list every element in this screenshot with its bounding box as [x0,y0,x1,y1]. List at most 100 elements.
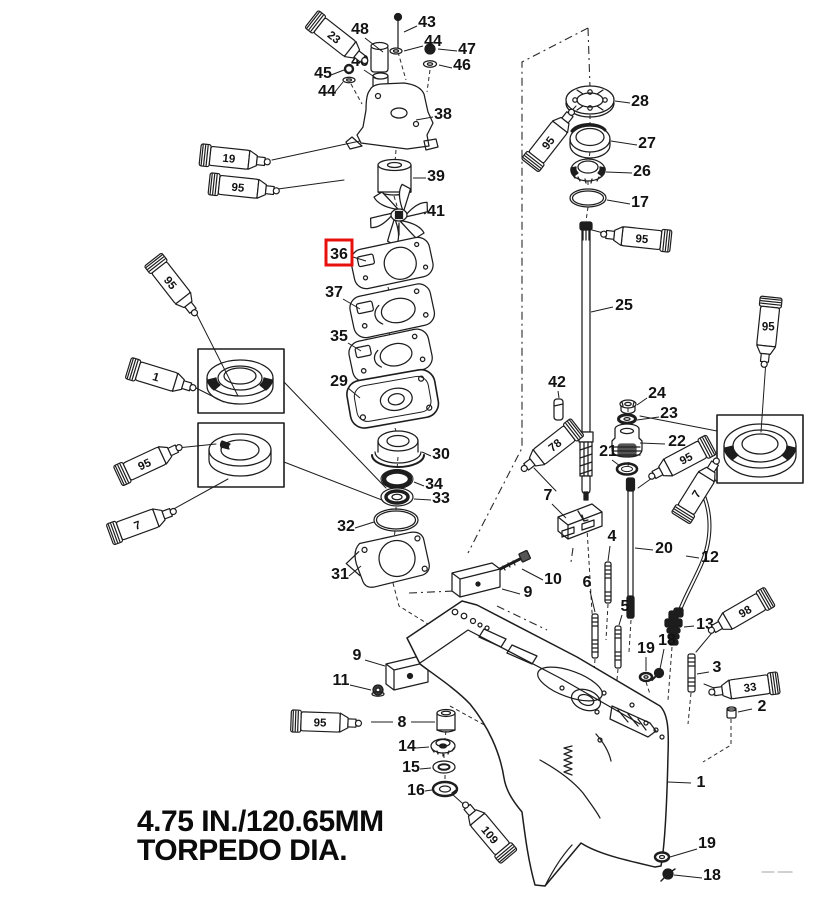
part-callout-19-49[interactable]: 19 [669,835,716,858]
part-callout-33-17[interactable]: 33 [413,490,450,507]
lubricant-tube-95-8[interactable]: 95 [600,223,673,253]
part-callout-9-42[interactable]: 9 [353,647,386,667]
part-callout-35-13[interactable]: 35 [330,328,362,352]
part-callout-10-33[interactable]: 10 [521,568,562,588]
part-callout-38-8[interactable]: 38 [415,106,452,123]
part-callout-32-18[interactable]: 32 [337,518,375,535]
lubricant-tube-95-15[interactable]: 95 [290,709,363,734]
part-callout-24-26[interactable]: 24 [636,385,666,406]
svg-text:95: 95 [231,182,246,195]
svg-text:48: 48 [351,21,369,38]
part-callout-22-28[interactable]: 22 [639,433,686,450]
part-art-pump-stack [345,158,440,588]
svg-text:47: 47 [458,41,476,58]
part-callout-16-47[interactable]: 16 [407,782,433,799]
lubricant-tube-78-10[interactable]: 78 [515,418,584,479]
svg-text:25: 25 [615,297,633,314]
part-callout-18-50[interactable]: 18 [673,867,721,884]
part-callout-1-48[interactable]: 1 [667,774,706,791]
lubricant-tube-109-16[interactable]: 109 [455,796,518,864]
part-callout-37-12[interactable]: 37 [325,284,361,310]
part-callout-21-29[interactable]: 21 [599,443,621,467]
part-callout-15-46[interactable]: 15 [402,759,432,776]
lubricant-tube-7-6[interactable]: 7 [106,500,180,545]
svg-text:28: 28 [631,93,649,110]
svg-text:1: 1 [151,371,161,385]
part-art-bearing-carrier-stack [565,85,615,208]
part-callout-44-6[interactable]: 44 [318,81,344,100]
part-callout-3-40[interactable]: 3 [696,659,722,676]
part-callout-18-39[interactable]: 18 [658,632,676,670]
part-callout-31-19[interactable]: 31 [331,565,362,583]
lubricant-tube-95-11[interactable]: 95 [644,434,717,488]
part-callout-26-22[interactable]: 26 [605,163,651,180]
part-callout-46-4[interactable]: 46 [438,57,471,74]
part-callout-36-11[interactable]: 36 [324,238,367,267]
svg-text:8: 8 [398,714,407,731]
part-callout-41-10[interactable]: 41 [423,203,445,220]
svg-text:38: 38 [434,106,452,123]
svg-text:44: 44 [424,33,442,50]
lubricant-tube-95-9[interactable]: 95 [753,295,783,368]
svg-text:36: 36 [330,246,348,263]
part-callout-43-1[interactable]: 43 [403,14,436,33]
part-callout-47-3[interactable]: 47 [437,41,476,58]
part-callout-2-41[interactable]: 2 [737,698,767,715]
part-callout-14-45[interactable]: 14 [398,738,430,755]
svg-text:7: 7 [133,519,143,532]
lubricant-tube-95-3[interactable]: 95 [144,253,205,322]
svg-text:14: 14 [398,738,416,755]
svg-text:35: 35 [330,328,348,345]
svg-text:2: 2 [758,698,767,715]
part-callout-39-9[interactable]: 39 [413,168,445,185]
part-callout-44-2[interactable]: 44 [403,33,442,52]
part-callout-7-51[interactable]: 7 [544,487,567,519]
part-callout-28-20[interactable]: 28 [614,93,649,110]
lubricant-tube-1-4[interactable]: 1 [125,357,199,399]
part-callout-6-35[interactable]: 6 [583,574,596,613]
construction-lines [350,27,732,780]
lubricant-tube-95-7[interactable]: 95 [521,103,582,172]
lubricant-tube-23-0[interactable]: 23 [305,10,374,71]
svg-text:41: 41 [427,203,445,220]
lubricant-tube-7-12[interactable]: 7 [671,453,727,524]
svg-text:7: 7 [690,489,704,501]
part-callout-29-14[interactable]: 29 [330,373,361,399]
part-callout-45-5[interactable]: 45 [314,65,345,82]
torpedo-dia-caption-line1: 4.75 IN./120.65MM [137,805,384,838]
part-callout-5-36[interactable]: 5 [618,598,630,626]
part-callout-8-44[interactable]: 8 [371,714,435,731]
part-callout-48-0[interactable]: 48 [351,21,384,53]
svg-text:95: 95 [136,457,153,474]
svg-text:42: 42 [548,374,566,391]
part-callout-42-25[interactable]: 42 [548,374,566,399]
part-art-gearcase-housing [406,600,676,887]
lubricant-tube-33-14[interactable]: 33 [707,671,781,704]
svg-text:7: 7 [544,487,553,504]
part-callout-34-16[interactable]: 34 [413,476,443,493]
part-callout-23-27[interactable]: 23 [636,405,678,422]
part-callout-9-34[interactable]: 9 [501,584,533,601]
svg-text:4: 4 [608,528,617,545]
svg-text:45: 45 [314,65,332,82]
part-callout-11-43[interactable]: 11 [333,672,372,691]
svg-text:37: 37 [325,284,343,301]
lubricant-tube-95-5[interactable]: 95 [113,436,186,487]
part-callout-19-38[interactable]: 19 [637,640,655,671]
part-callout-27-21[interactable]: 27 [610,135,656,152]
lubricant-tube-95-2[interactable]: 95 [207,172,280,202]
svg-text:95: 95 [678,451,695,468]
svg-text:31: 31 [331,566,349,583]
svg-text:1: 1 [697,774,706,791]
part-callout-17-23[interactable]: 17 [606,194,649,211]
svg-text:18: 18 [658,632,676,649]
lubricant-tube-98-13[interactable]: 98 [703,587,776,641]
lubricant-tube-19-1[interactable]: 19 [198,143,271,173]
part-callout-4-30[interactable]: 4 [607,528,617,562]
part-callout-25-24[interactable]: 25 [590,297,633,314]
svg-text:21: 21 [599,443,617,460]
part-callout-20-31[interactable]: 20 [634,540,673,557]
part-callout-12-32[interactable]: 12 [685,549,719,566]
svg-text:9: 9 [524,584,533,601]
part-callout-30-15[interactable]: 30 [421,446,450,463]
